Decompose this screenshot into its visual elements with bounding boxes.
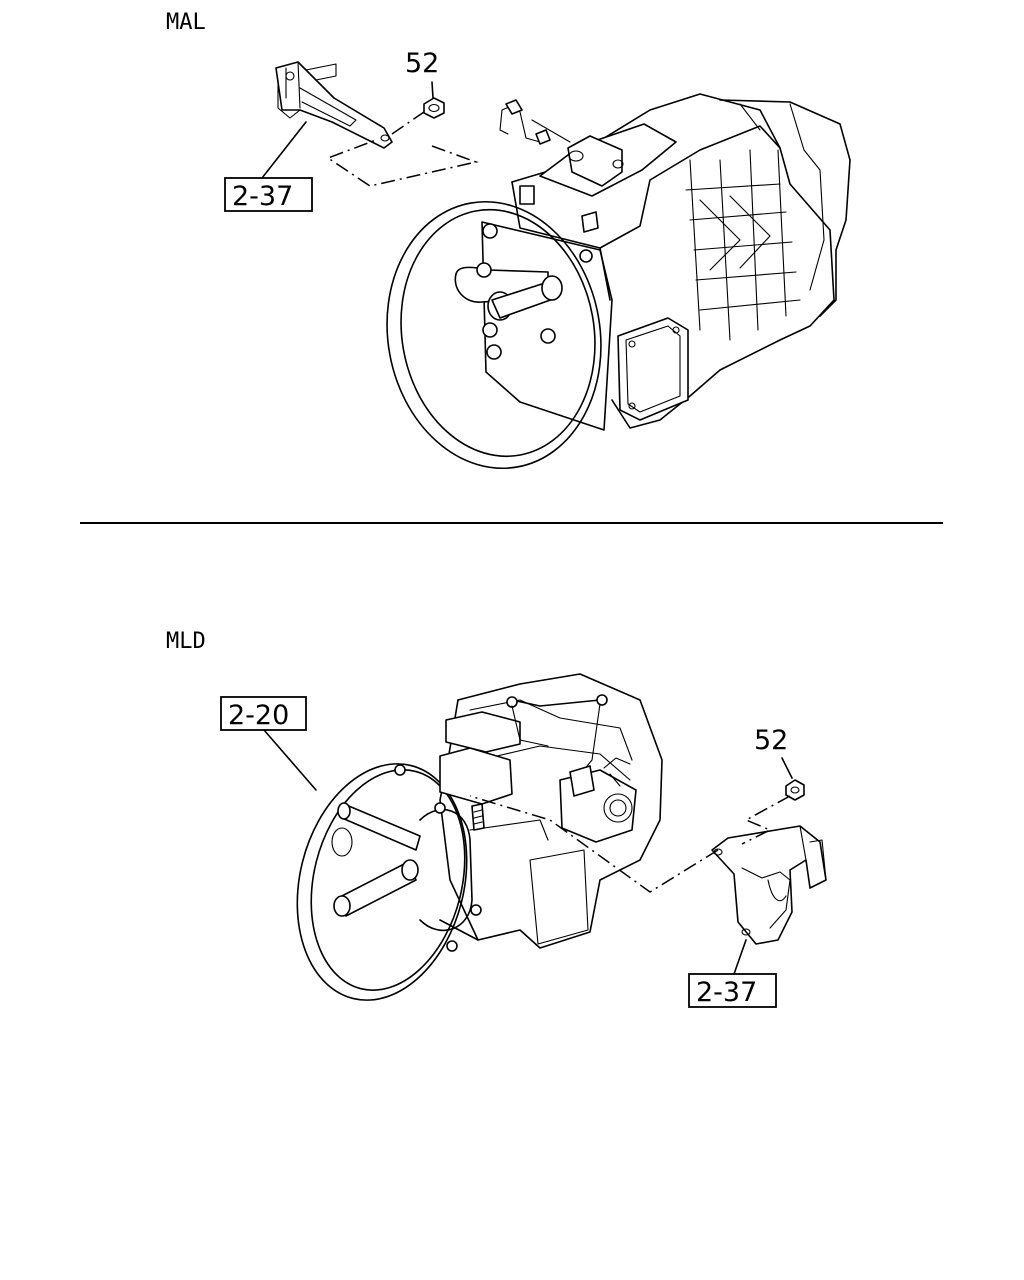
nut-52-mld	[781, 757, 805, 801]
callout-2-37-mld: 2-37	[696, 977, 757, 1008]
callout-52-mal: 52	[405, 48, 439, 79]
leader-2-37-mld	[733, 939, 747, 975]
leader-2-37-mal	[261, 121, 307, 179]
leader-bolt-line-mal	[391, 111, 425, 135]
callout-box-2-20	[220, 696, 307, 731]
callout-2-37-mal: 2-37	[232, 181, 293, 212]
callout-52-mld: 52	[754, 725, 788, 756]
callout-box-2-37-mld	[688, 973, 777, 1008]
section-mal: MAL 52 2-37	[166, 10, 851, 470]
section-mld: MLD 2-20	[166, 629, 827, 1008]
transmission-mal	[386, 93, 851, 470]
leader-bolt-line-mld	[741, 795, 791, 845]
section-label-mal: MAL	[166, 10, 206, 35]
mount-outline-mld	[469, 795, 719, 893]
mount-outline-mal	[326, 139, 479, 187]
bracket-2-37-mal	[275, 61, 393, 149]
nut-52-mal	[423, 81, 445, 119]
transmission-mld	[296, 673, 663, 1001]
leader-2-20	[263, 729, 317, 791]
callout-2-20: 2-20	[228, 700, 289, 731]
bracket-2-37-mld	[711, 825, 827, 945]
callout-box-2-37-mal	[224, 177, 313, 212]
section-label-mld: MLD	[166, 629, 206, 654]
